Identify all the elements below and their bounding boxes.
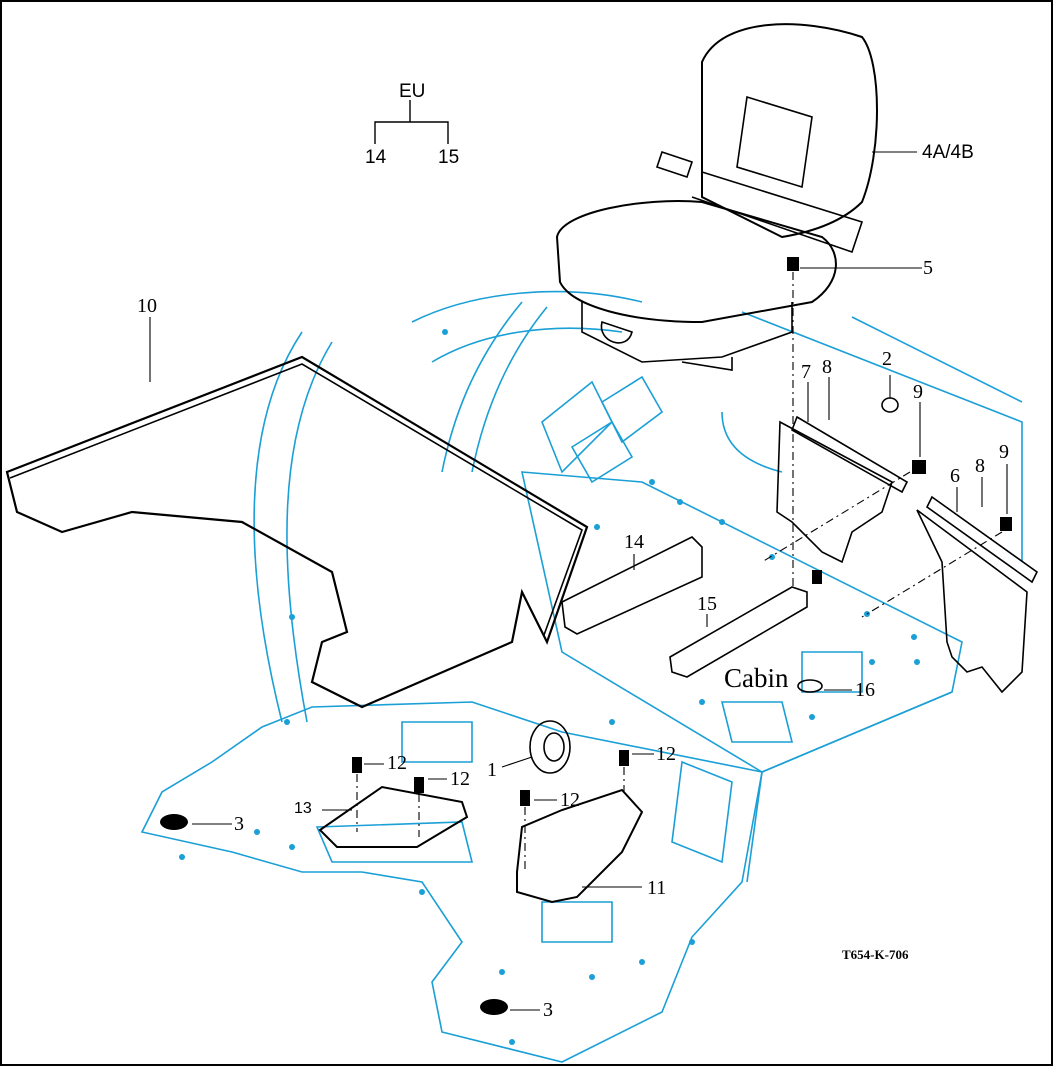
callout-1: 1 [487,759,497,781]
floor-mat [5,355,589,709]
callout-3a: 3 [234,813,244,835]
callout-3b: 3 [543,999,553,1021]
callout-12b: 12 [387,752,407,774]
plate-7 [776,420,893,564]
cabin-upper-floor [520,471,963,773]
strip-8b [925,495,1039,584]
callout-12c: 12 [450,768,470,790]
callout-10: 10 [137,295,157,317]
parts [5,23,1039,904]
eu-callout-15: 15 [438,147,460,168]
eu-label: EU [399,81,426,102]
callout-13: 13 [294,800,312,817]
callout-8b: 8 [975,455,985,477]
callout-9b: 9 [999,441,1009,463]
figure-reference: T654-K-706 [842,947,909,962]
seat-assembly [555,23,878,371]
callout-8a: 8 [822,356,832,378]
callout-6: 6 [950,465,960,487]
cabin-label: Cabin [724,663,789,693]
callout-2: 2 [882,348,892,370]
eu-bracket [374,100,449,144]
callout-7: 7 [801,361,811,383]
callout-4a-4b: 4A/4B [922,142,974,163]
rail-15 [669,586,808,678]
callout-14: 14 [624,531,644,553]
cabin-structure [140,290,1023,1063]
callout-16: 16 [855,679,875,701]
cabin-lower-floor [140,701,763,1063]
cover-13 [318,785,469,848]
callout-5: 5 [923,257,933,279]
ring-16 [797,679,823,693]
callout-15: 15 [697,593,717,615]
bolts [160,257,1012,1015]
callout-9a: 9 [913,381,923,403]
cabin-bolt-holes [179,329,920,1045]
callout-12a: 12 [656,743,676,765]
eu-callout-14: 14 [365,147,387,168]
ring-2 [881,397,899,413]
callout-12d: 12 [560,789,580,811]
cover-11 [516,788,644,904]
grommet-1 [529,720,571,774]
strip-8a [791,415,909,494]
leader-lines [149,151,1008,1011]
plate-6 [916,509,1028,694]
rail-14 [561,536,703,635]
callout-11: 11 [647,877,667,899]
mounting-lines [356,272,1003,872]
